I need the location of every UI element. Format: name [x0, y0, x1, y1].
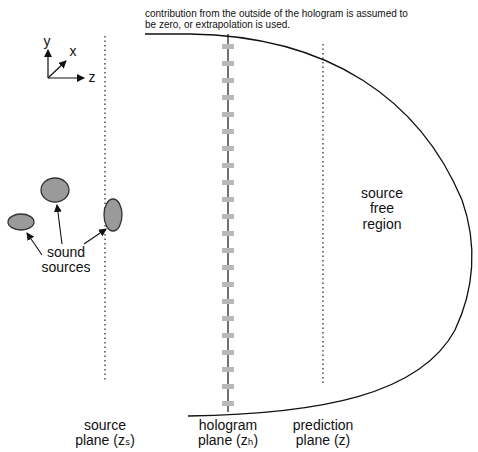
sound-sources: [8, 178, 122, 231]
sensor: [222, 231, 234, 236]
sensor: [222, 248, 234, 253]
sensor: [222, 112, 234, 117]
prediction-plane-line: [322, 44, 323, 385]
region-boundary: [145, 34, 472, 416]
sensor: [222, 61, 234, 66]
sensor: [222, 180, 234, 185]
axis-label: z: [86, 70, 98, 85]
plane-label: prediction plane (z): [285, 418, 361, 449]
sensor: [222, 146, 234, 151]
sensor: [222, 333, 234, 338]
region-label: source free region: [352, 186, 412, 232]
sensor: [222, 78, 234, 83]
sensor: [222, 282, 234, 287]
sensor: [222, 265, 234, 270]
note: contribution from the outside of the hol…: [145, 8, 417, 30]
sensor: [222, 299, 234, 304]
plane-label: source plane (zₛ): [66, 418, 144, 449]
plane-label: hologram plane (zₕ): [188, 418, 268, 449]
axes: [48, 50, 84, 78]
axis-label: x: [67, 44, 79, 59]
sensor: [222, 367, 234, 372]
axis-label: y: [41, 34, 53, 49]
sensor: [222, 384, 234, 389]
sensor: [222, 316, 234, 321]
hologram-array: [222, 34, 234, 412]
sensor: [222, 401, 234, 406]
sensor: [222, 129, 234, 134]
sensor: [222, 95, 234, 100]
sensor: [222, 214, 234, 219]
callout-label: sound sources: [36, 245, 96, 276]
sensor: [222, 163, 234, 168]
sensor: [222, 44, 234, 49]
sensor: [222, 350, 234, 355]
sensor: [222, 197, 234, 202]
